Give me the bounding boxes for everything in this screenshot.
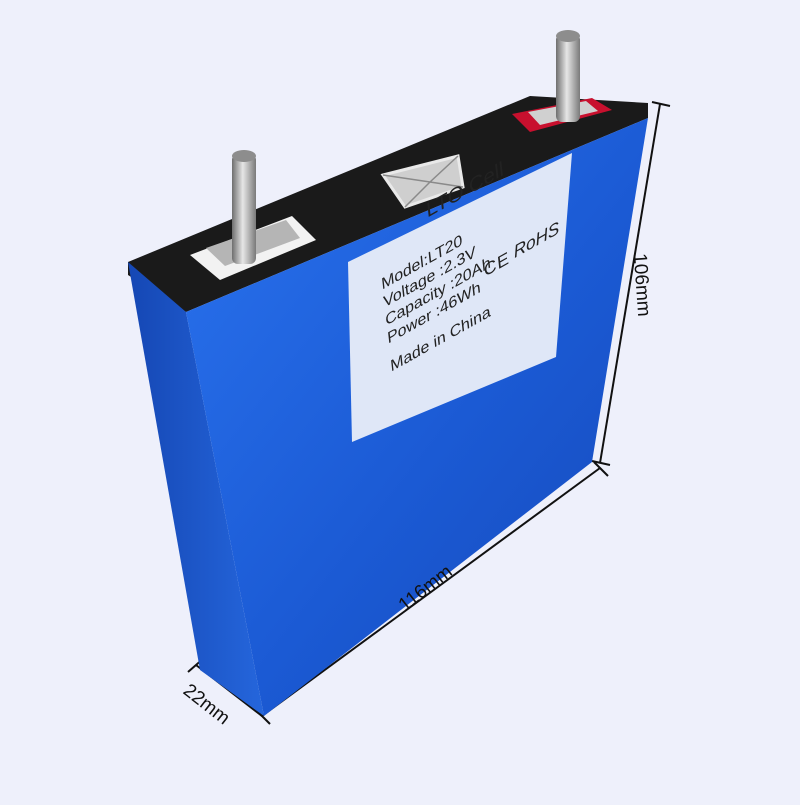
negative-terminal (190, 150, 316, 280)
rohs-mark: RoHS (512, 217, 561, 263)
label-background (348, 153, 572, 442)
ce-mark: CE (482, 247, 511, 281)
label-title: LTO Cell (425, 157, 505, 223)
positive-terminal (512, 30, 612, 132)
side-panel (128, 262, 264, 716)
